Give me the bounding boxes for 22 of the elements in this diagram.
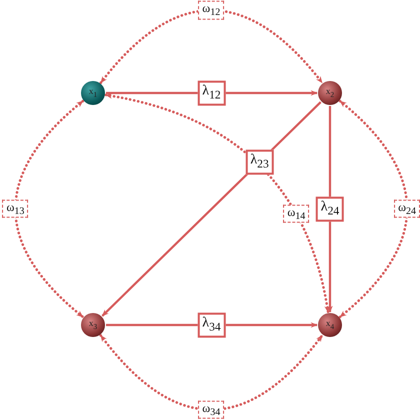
dotted-arrow <box>14 100 84 318</box>
edge-label: ω$_{14}$ <box>283 204 310 224</box>
sphere-node <box>81 81 105 105</box>
edge-label: ω$_{13}$ <box>2 200 28 218</box>
dotted-arrow <box>99 334 324 411</box>
arrow <box>327 106 333 313</box>
dotted-arrow <box>338 100 408 318</box>
sphere-node <box>318 81 342 105</box>
edge-label: λ$_{34}$ <box>197 312 226 338</box>
sphere-node <box>81 313 105 337</box>
edge-label: λ$_{24}$ <box>316 196 344 222</box>
edge-label: ω$_{24}$ <box>394 200 420 218</box>
edge-label: ω$_{12}$ <box>198 1 224 20</box>
edge-label: λ$_{23}$ <box>245 150 274 174</box>
edge-label: ω$_{34}$ <box>198 400 224 419</box>
dotted-arrow <box>100 9 324 84</box>
node-label: x$_{1}$ <box>88 87 98 99</box>
node-label: x$_{3}$ <box>88 319 98 331</box>
node-label: x$_{2}$ <box>326 87 334 99</box>
edge-label: λ$_{12}$ <box>197 80 226 106</box>
sphere-node <box>318 313 342 337</box>
node-label: x$_{4}$ <box>326 319 334 331</box>
